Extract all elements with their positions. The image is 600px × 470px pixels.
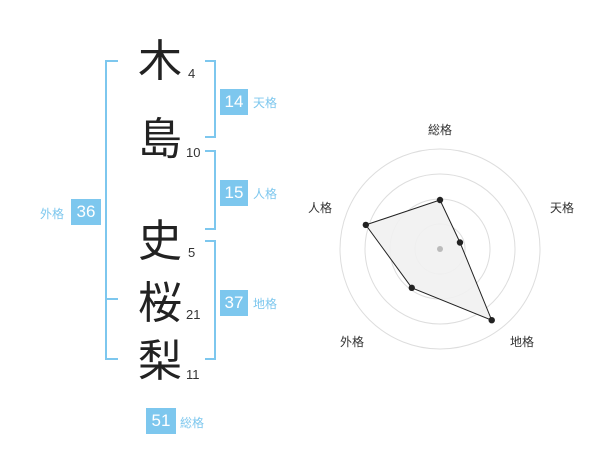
name-char-3: 史 — [138, 216, 182, 267]
name-char-4: 桜 — [138, 278, 182, 329]
gaikaku-label: 外格 — [40, 207, 65, 221]
radar-axis-label-tenkaku: 天格 — [550, 201, 575, 215]
name-char-5: 梨 — [138, 336, 182, 387]
name-char-1: 木 — [138, 36, 182, 87]
radar-grid-ring — [339, 148, 541, 350]
jinkaku-bracket-bottom — [205, 228, 216, 230]
name-char-2-strokes: 10 — [186, 145, 201, 160]
chikaku-label: 地格 — [253, 297, 278, 311]
radar-axis-label-soukaku: 総格 — [428, 123, 453, 137]
radar-point-2 — [488, 316, 495, 324]
gaikaku-badge: 36 — [71, 199, 101, 225]
radar-axis-label-gaikaku: 外格 — [340, 335, 365, 349]
name-char-2: 島 — [138, 114, 182, 165]
radar-point-4 — [362, 221, 370, 229]
name-char-1-strokes: 4 — [188, 66, 196, 81]
radar-point-0 — [436, 196, 444, 204]
radar-point-3 — [408, 284, 415, 292]
gaikaku-bracket-top — [105, 60, 118, 62]
jinkaku-label: 人格 — [253, 187, 278, 201]
radar-grid-ring — [364, 173, 516, 325]
chikaku-bracket-line — [214, 240, 216, 360]
tenkaku-bracket-bottom — [205, 136, 216, 138]
gaikaku-bracket-middle — [105, 298, 118, 300]
gaikaku-bracket-line — [105, 60, 107, 360]
chikaku-badge: 37 — [220, 290, 248, 316]
gaikaku-bracket-bottom — [105, 358, 118, 360]
jinkaku-badge: 15 — [220, 180, 248, 206]
jinkaku-bracket-top — [205, 150, 216, 152]
soukaku-label: 総格 — [180, 416, 205, 430]
tenkaku-label: 天格 — [253, 96, 278, 110]
tenkaku-bracket-top — [205, 60, 216, 62]
tenkaku-bracket-line — [214, 60, 216, 138]
name-char-5-strokes: 11 — [186, 367, 200, 382]
chikaku-bracket-bottom — [205, 358, 216, 360]
name-char-3-strokes: 5 — [188, 245, 196, 260]
soukaku-badge: 51 — [146, 408, 176, 434]
radar-point-1 — [456, 239, 464, 246]
radar-points — [362, 196, 495, 324]
name-char-4-strokes: 21 — [186, 307, 201, 322]
chikaku-bracket-top — [205, 240, 216, 242]
radar-area — [364, 199, 493, 322]
radar-axis-label-jinkaku: 人格 — [308, 201, 333, 215]
jinkaku-bracket-line — [214, 150, 216, 230]
radar-center-dot — [437, 246, 443, 252]
radar-axis-label-chikaku: 地格 — [510, 335, 535, 349]
tenkaku-badge: 14 — [220, 89, 248, 115]
